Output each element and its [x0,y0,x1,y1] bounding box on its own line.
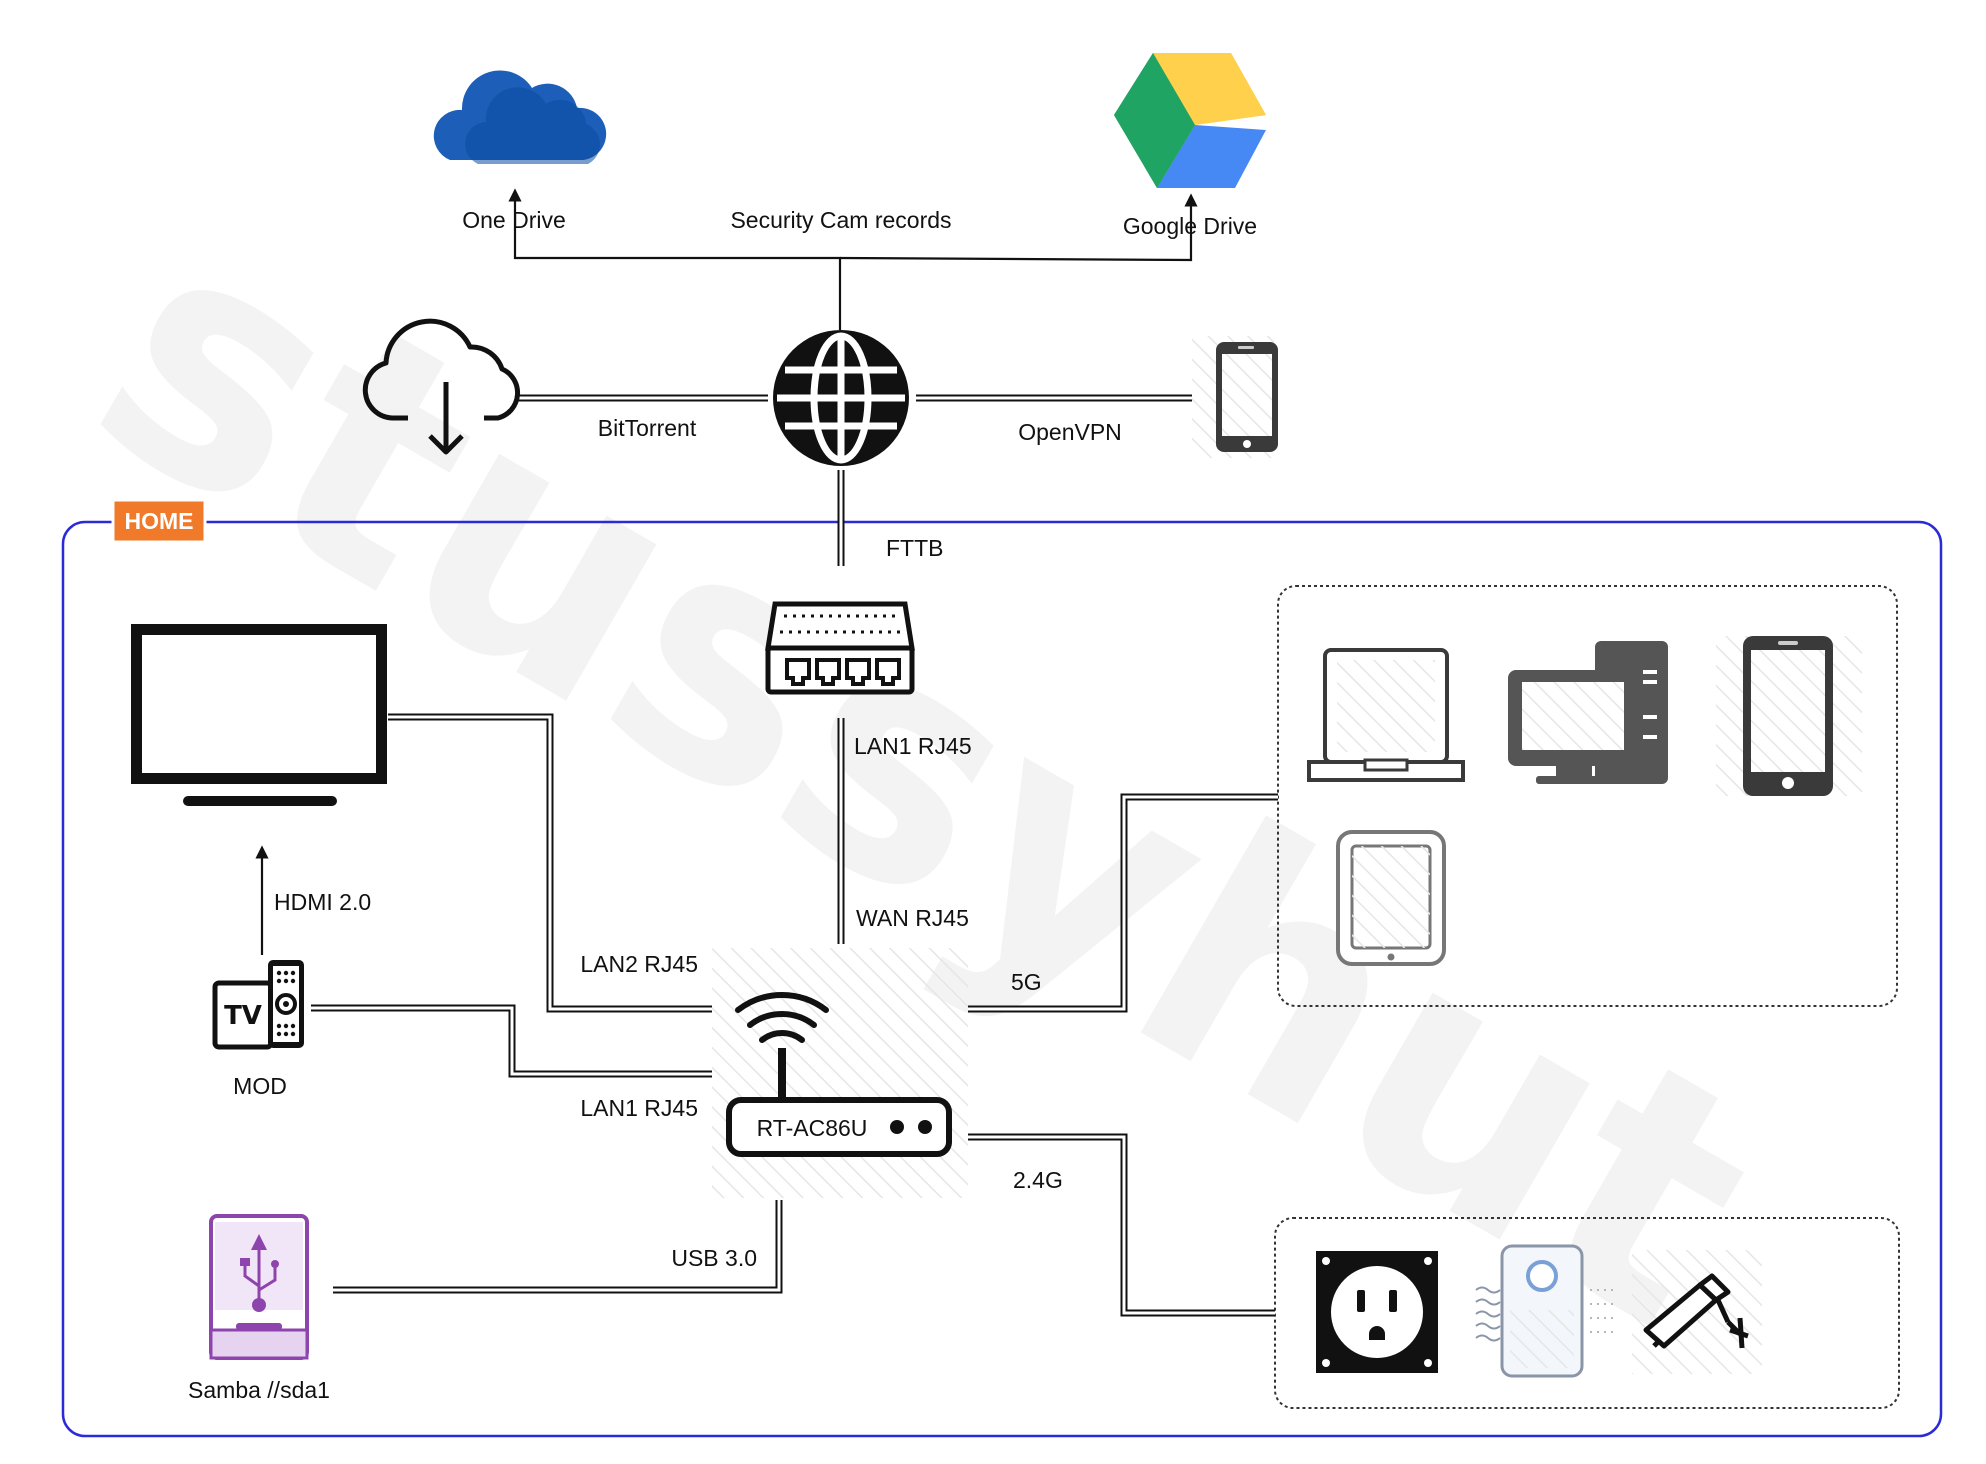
label-mod: MOD [233,1073,287,1099]
wifi24g-device-group [1274,1217,1900,1409]
wire-mod-lan1 [311,1004,712,1078]
wire-usb [333,1200,783,1294]
wifi-router-icon: RT-AC86U [712,948,968,1198]
router-model-label: RT-AC86U [757,1115,868,1141]
tablet-icon [1336,830,1446,966]
label-lan2: LAN2 RJ45 [580,951,698,977]
globe-icon [773,330,909,466]
label-onedrive: One Drive [462,207,566,233]
smart-plug-icon [1316,1251,1438,1373]
sync-line-gdrive [839,193,1198,262]
label-wan: WAN RJ45 [856,905,969,931]
label-samba: Samba //sda1 [188,1377,330,1403]
tv-box-remote-icon: TV [212,960,304,1050]
svg-text:TV: TV [224,1001,262,1031]
label-usb: USB 3.0 [671,1245,757,1271]
label-24g: 2.4G [1013,1167,1063,1193]
label-google-drive: Google Drive [1123,213,1257,239]
wire-tv-lan2 [388,713,712,1013]
onedrive-cloud-icon [433,70,607,164]
remote-smartphone-icon [1192,336,1278,458]
wire-24g [968,1133,1275,1317]
label-security-cam: Security Cam records [730,207,951,233]
google-drive-icon [1114,53,1266,188]
wire-5g [968,793,1278,1013]
sync-line-onedrive [508,188,842,330]
air-purifier-icon [1475,1244,1614,1378]
modem-switch-icon [765,601,915,695]
desktop-computer-icon [1508,641,1668,784]
laptop-icon [1307,648,1465,782]
label-lan1-modem: LAN1 RJ45 [854,733,972,759]
tv-monitor-icon [131,624,387,806]
label-fttb: FTTB [886,535,944,561]
home-badge: HOME [111,498,207,544]
smartphone-icon [1716,636,1862,796]
label-hdmi: HDMI 2.0 [274,889,371,915]
label-5g: 5G [1011,969,1042,995]
label-openvpn: OpenVPN [1018,419,1122,445]
home-zone [61,520,1943,1438]
label-lan1-router: LAN1 RJ45 [580,1095,698,1121]
cloud-download-icon [362,318,520,455]
label-bittorrent: BitTorrent [598,415,697,441]
security-camera-icon [1632,1250,1762,1374]
usb-storage-icon [209,1214,309,1360]
home-badge-label: HOME [125,508,194,534]
